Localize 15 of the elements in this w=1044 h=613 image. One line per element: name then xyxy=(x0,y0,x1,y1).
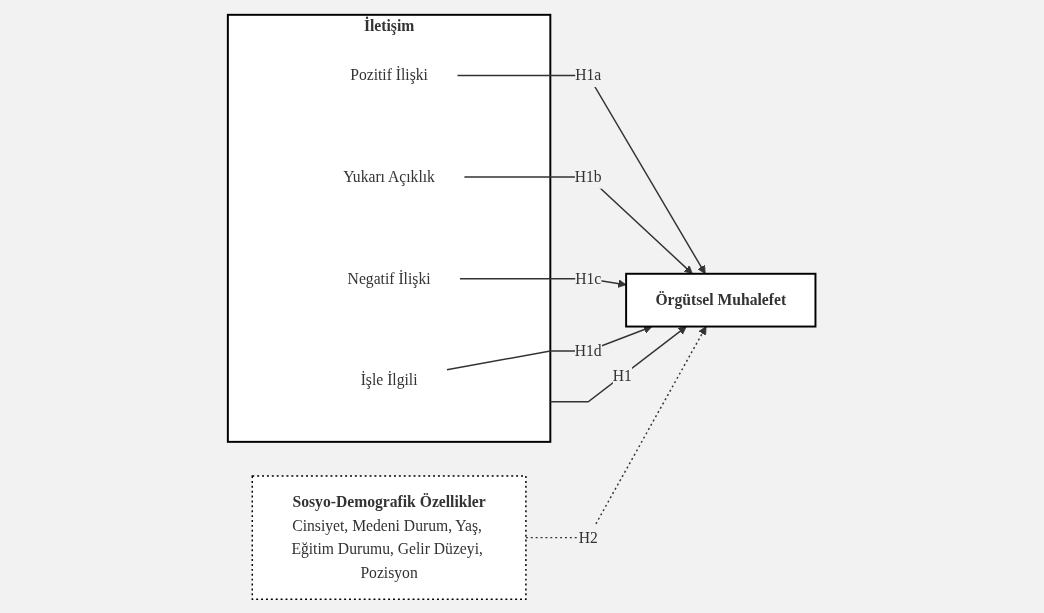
node-text: Negatif İlişki xyxy=(347,269,431,286)
edge-label: H1d xyxy=(575,341,603,359)
arrow xyxy=(456,74,706,274)
arrow xyxy=(549,325,688,403)
node-text: Pozitif İlişki xyxy=(350,66,429,83)
edge-label: H1c xyxy=(575,269,602,286)
node-box: Sosyo-Demografik Özellikler Cinsiyet, Medeni Durum, Yaş, Eğitim Durumu, Gelir Düzeyi, Pozisyon xyxy=(251,474,527,600)
node-text: Yukarı Açıklık xyxy=(343,167,436,185)
edge-label: H1 xyxy=(613,366,633,384)
edge-label: H1a xyxy=(575,66,602,83)
edge-label: H1b xyxy=(575,167,603,185)
edge-label: H2 xyxy=(579,528,599,545)
node-text: İşle İlgili xyxy=(360,371,418,388)
node-box: Örgütsel Muhalefet xyxy=(625,272,817,327)
arrow xyxy=(463,175,694,274)
